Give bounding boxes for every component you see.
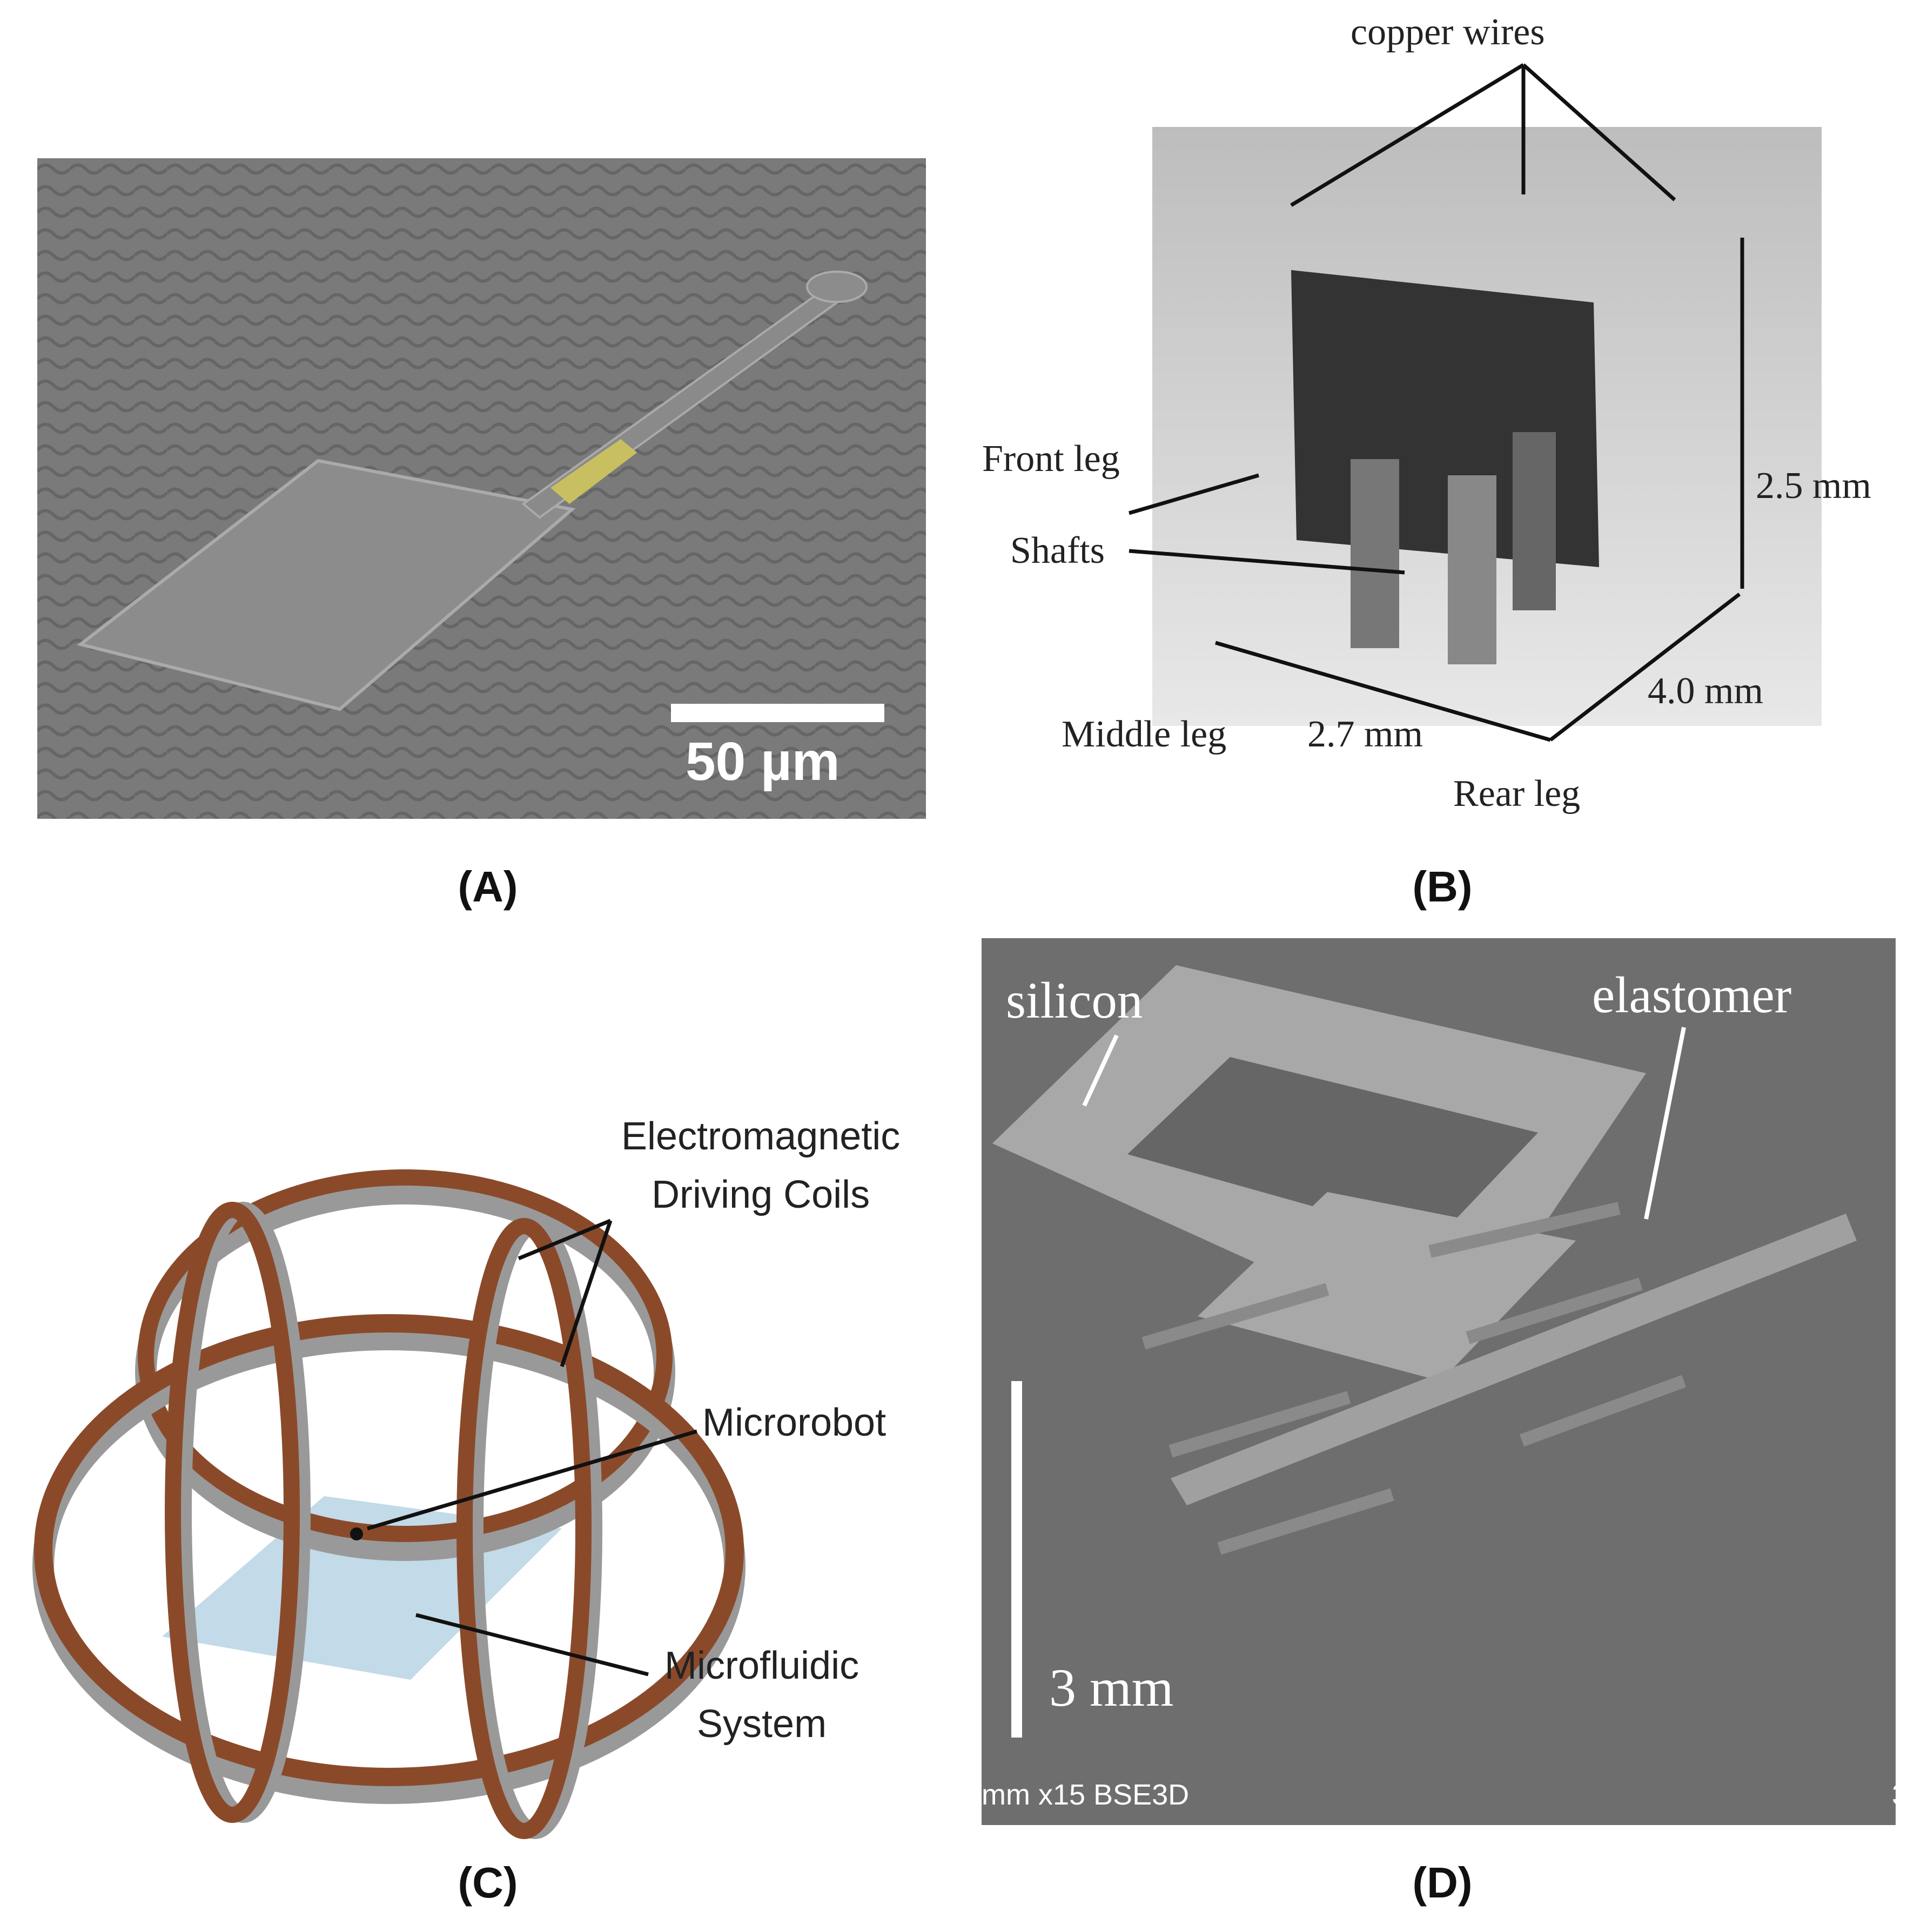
label-shafts: Shafts	[1010, 530, 1105, 571]
sem-info-right: 3	[1892, 1778, 1896, 1812]
label-microfluidic-line1: Microfluidic	[664, 1644, 859, 1687]
panel-d-image: 3 mm silicon elastomer mm x15 BSE3D 3	[982, 938, 1896, 1825]
label-front-leg: Front leg	[982, 438, 1120, 480]
label-microfluidic: Microfluidic System	[664, 1637, 859, 1753]
label-coils: Electromagnetic Driving Coils	[621, 1107, 900, 1224]
label-width: 2.7 mm	[1307, 713, 1423, 755]
panel-a-image: 50 µm	[37, 158, 926, 819]
caption-a: (A)	[458, 863, 518, 911]
scale-bar	[1011, 1381, 1022, 1738]
label-coils-line2: Driving Coils	[652, 1173, 870, 1216]
caption-c: (C)	[458, 1859, 518, 1907]
sem-structure	[992, 965, 1857, 1555]
label-elastomer: elastomer	[1592, 966, 1792, 1024]
scale-bar-label: 50 µm	[686, 731, 840, 792]
label-middle-leg: Middle leg	[1062, 713, 1227, 755]
label-coils-line1: Electromagnetic	[621, 1115, 901, 1158]
panel-b-image	[1152, 127, 1822, 726]
label-copper-wires: copper wires	[1351, 11, 1545, 53]
caption-b: (B)	[1412, 863, 1473, 911]
label-microrobot: Microrobot	[702, 1401, 887, 1444]
cantilever-drawing	[37, 158, 926, 819]
label-depth: 4.0 mm	[1648, 670, 1763, 712]
scale-bar-label: 3 mm	[1049, 1658, 1174, 1718]
sem-info-text: mm x15 BSE3D	[982, 1779, 1190, 1811]
scale-bar	[671, 704, 884, 722]
label-silicon: silicon	[1006, 972, 1143, 1029]
label-rear-leg: Rear leg	[1453, 773, 1581, 814]
label-height: 2.5 mm	[1756, 465, 1871, 507]
label-microfluidic-line2: System	[697, 1702, 827, 1746]
caption-d: (D)	[1412, 1859, 1473, 1907]
